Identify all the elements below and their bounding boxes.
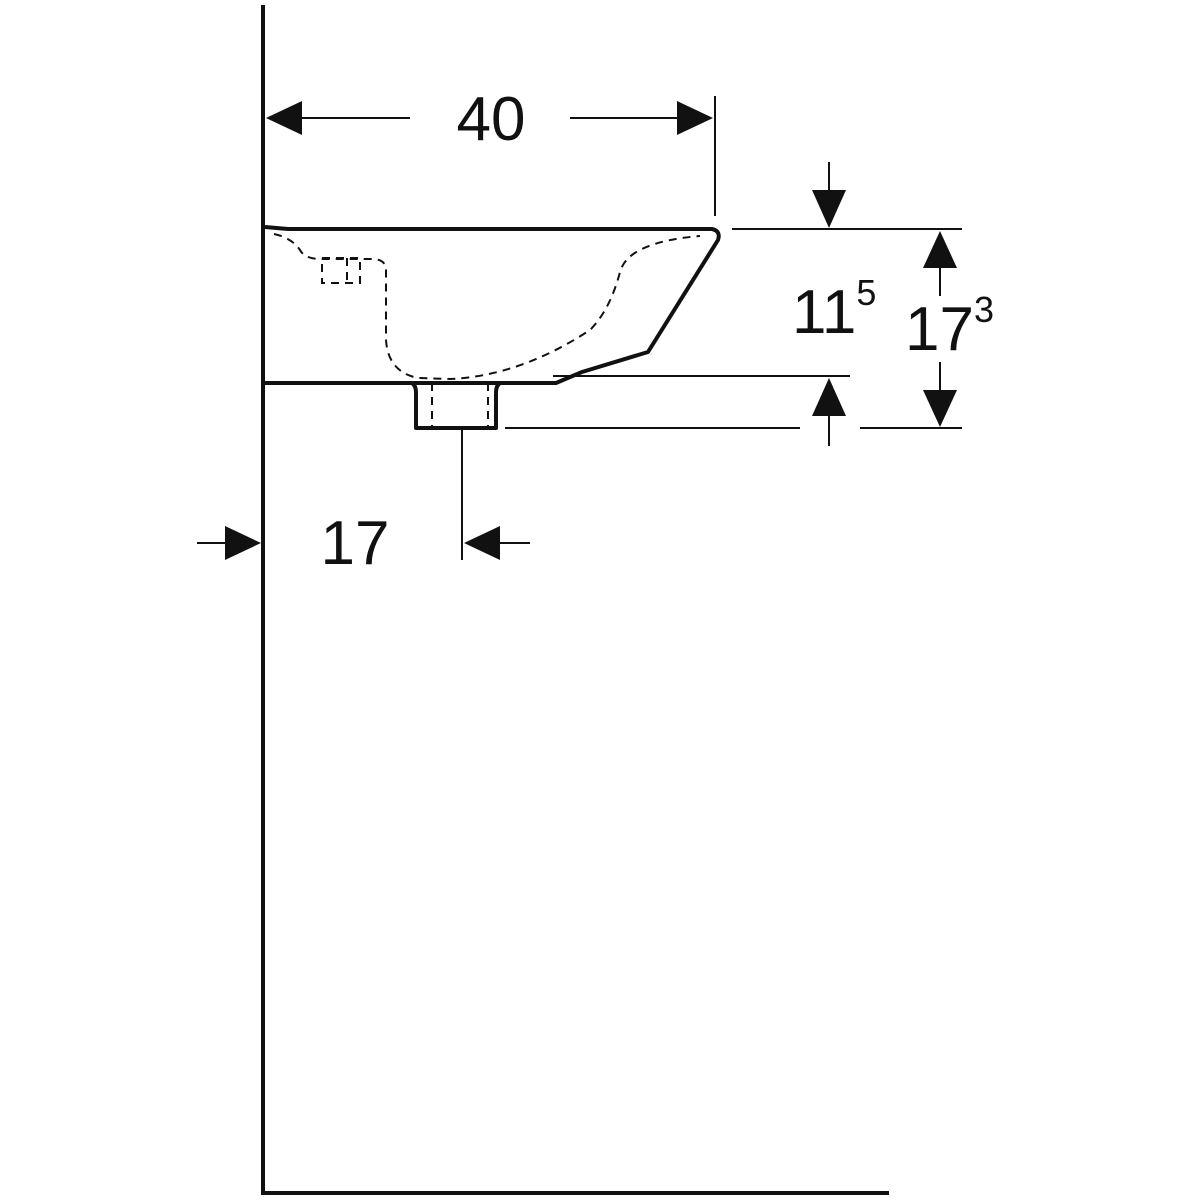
width-dimension-label: 40 [457, 85, 526, 154]
arrowheads [225, 101, 957, 560]
arrow-down-icon [923, 390, 957, 427]
total-height-main: 17 [905, 295, 974, 364]
arrow-left-icon [464, 526, 500, 560]
arrow-left-icon [266, 101, 302, 135]
arrow-right-icon [225, 526, 261, 560]
arrow-down-icon [812, 190, 846, 228]
arrow-up-icon [812, 378, 846, 416]
basin-inner-hidden-lines [273, 233, 701, 428]
total-height-sup: 3 [974, 289, 994, 330]
basin-height-label: 115 [792, 272, 876, 347]
drain-offset-label: 17 [321, 509, 390, 578]
arrow-right-icon [677, 101, 713, 135]
basin-outline [263, 225, 721, 385]
basin-height-main: 11 [792, 278, 856, 347]
arrow-up-icon [923, 231, 957, 268]
total-height-label: 173 [905, 289, 994, 364]
basin-height-sup: 5 [856, 272, 876, 313]
drain-outlet [410, 381, 502, 430]
